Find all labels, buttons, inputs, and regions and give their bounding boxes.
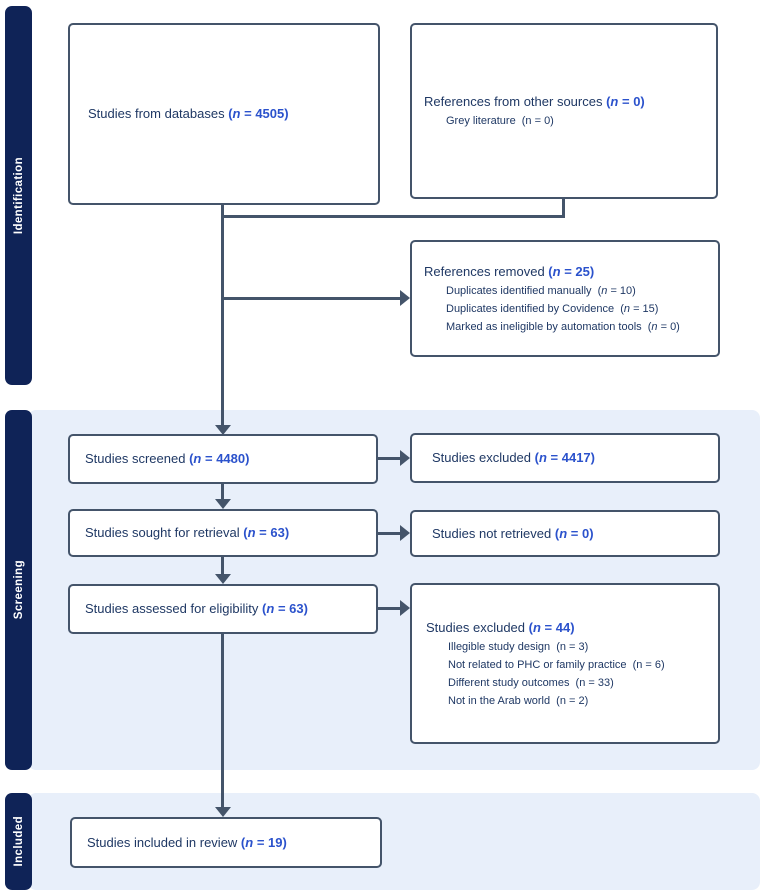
phase-label-included: Included — [12, 816, 25, 867]
subitem-count: (n = 2) — [556, 694, 589, 707]
box-title-text: Studies included in review — [87, 834, 241, 850]
box-subitem: Illegible study design (n = 3) — [448, 638, 708, 656]
box-studies-not-retrieved: Studies not retrieved (n = 0) — [410, 510, 720, 557]
box-subitem: Duplicates identified by Covidence (n = … — [446, 300, 708, 318]
box-studies-from-databases: Studies from databases (n = 4505) — [68, 23, 380, 205]
box-references-removed: References removed (n = 25) Duplicates i… — [410, 240, 720, 357]
box-count: (n = 25) — [548, 263, 595, 279]
arrowhead-into-excluded-eligibility — [400, 600, 410, 616]
box-subitem: Not related to PHC or family practice (n… — [448, 656, 708, 674]
subitem-count: (n = 15) — [620, 302, 659, 315]
box-title: Studies from databases (n = 4505) — [88, 104, 368, 124]
box-count: (n = 44) — [528, 619, 575, 635]
box-title-text: Studies excluded — [432, 450, 535, 465]
connector-assessed-excluded — [378, 607, 402, 610]
subitem-count: (n = 0) — [521, 115, 554, 127]
phase-label-identification: Identification — [12, 156, 25, 235]
connector-assessed-included — [221, 634, 224, 808]
subitem-text: Illegible study design — [448, 640, 554, 653]
subitem-count: (n = 6) — [632, 658, 665, 671]
box-title: References from other sources (n = 0) — [424, 92, 706, 112]
box-subitem: Grey literature (n = 0) — [446, 112, 706, 130]
connector-screened-excluded — [378, 457, 402, 460]
box-title: Studies assessed for eligibility (n = 63… — [85, 599, 366, 619]
box-title-text: Studies assessed for eligibility — [85, 601, 263, 616]
connector-othersources-down — [562, 198, 565, 218]
box-subitem: Marked as ineligible by automation tools… — [446, 318, 708, 336]
box-title: References removed (n = 25) — [424, 262, 708, 282]
arrowhead-into-excluded-screening — [400, 450, 410, 466]
box-subitem: Duplicates identified manually (n = 10) — [446, 282, 708, 300]
box-title-text: Studies sought for retrieval — [85, 525, 244, 540]
box-title-text: Studies screened — [85, 451, 190, 466]
box-references-other-sources: References from other sources (n = 0) Gr… — [410, 23, 718, 199]
box-studies-assessed-eligibility: Studies assessed for eligibility (n = 63… — [68, 584, 378, 634]
box-count: (n = 4480) — [189, 451, 250, 466]
arrowhead-into-sought — [215, 499, 231, 509]
box-count: (n = 19) — [240, 834, 287, 850]
box-subitem: Not in the Arab world (n = 2) — [448, 692, 708, 710]
box-count: (n = 63) — [262, 601, 308, 616]
box-count: (n = 63) — [243, 525, 290, 540]
arrowhead-into-screened — [215, 425, 231, 435]
connector-sought-notretrieved — [378, 532, 402, 535]
subitem-count: (n = 3) — [556, 640, 589, 653]
subitem-count: (n = 0) — [647, 320, 680, 333]
box-count: (n = 0) — [554, 525, 594, 541]
subitem-text: Marked as ineligible by automation tools — [446, 320, 645, 333]
box-title: Studies excluded (n = 44) — [426, 618, 708, 638]
subitem-count: (n = 10) — [597, 284, 636, 297]
phase-tab-included: Included — [5, 793, 32, 890]
box-title: Studies sought for retrieval (n = 63) — [85, 523, 366, 543]
phase-tab-screening: Screening — [5, 410, 32, 770]
subitem-count: (n = 33) — [575, 676, 614, 689]
connector-databases-down — [221, 204, 224, 427]
box-count: (n = 0) — [606, 94, 645, 109]
box-title-text: References removed — [424, 263, 549, 279]
box-title: Studies screened (n = 4480) — [85, 449, 366, 469]
subitem-text: Duplicates identified by Covidence — [446, 302, 618, 315]
box-title-text: Studies excluded — [426, 619, 529, 635]
connector-branch-removed — [222, 297, 400, 300]
subitem-text: Duplicates identified manually — [446, 284, 595, 297]
box-subitem: Different study outcomes (n = 33) — [448, 674, 708, 692]
box-title: Studies included in review (n = 19) — [87, 833, 370, 853]
box-count: (n = 4417) — [534, 450, 595, 465]
box-title-text: Studies from databases — [88, 106, 229, 121]
box-studies-included-review: Studies included in review (n = 19) — [70, 817, 382, 868]
subitem-text: Not related to PHC or family practice — [448, 658, 630, 671]
connector-screened-sought — [221, 484, 224, 500]
connector-sought-assessed — [221, 557, 224, 575]
connector-merge-horizontal — [221, 215, 565, 218]
box-studies-excluded-eligibility: Studies excluded (n = 44) Illegible stud… — [410, 583, 720, 744]
subitem-text: Different study outcomes — [448, 676, 573, 689]
subitem-text: Not in the Arab world — [448, 694, 554, 707]
subitem-text: Grey literature — [446, 115, 519, 127]
phase-label-screening: Screening — [12, 560, 25, 620]
box-studies-excluded-screening: Studies excluded (n = 4417) — [410, 433, 720, 483]
box-title-text: References from other sources — [424, 94, 607, 109]
box-title-text: Studies not retrieved — [432, 525, 555, 541]
box-title: Studies excluded (n = 4417) — [432, 448, 708, 468]
box-title: Studies not retrieved (n = 0) — [432, 524, 708, 544]
arrowhead-into-included — [215, 807, 231, 817]
box-studies-screened: Studies screened (n = 4480) — [68, 434, 378, 484]
arrowhead-into-notretrieved — [400, 525, 410, 541]
arrowhead-into-assessed — [215, 574, 231, 584]
box-count: (n = 4505) — [228, 106, 289, 121]
box-studies-sought-retrieval: Studies sought for retrieval (n = 63) — [68, 509, 378, 557]
arrowhead-into-removed — [400, 290, 410, 306]
phase-tab-identification: Identification — [5, 6, 32, 385]
